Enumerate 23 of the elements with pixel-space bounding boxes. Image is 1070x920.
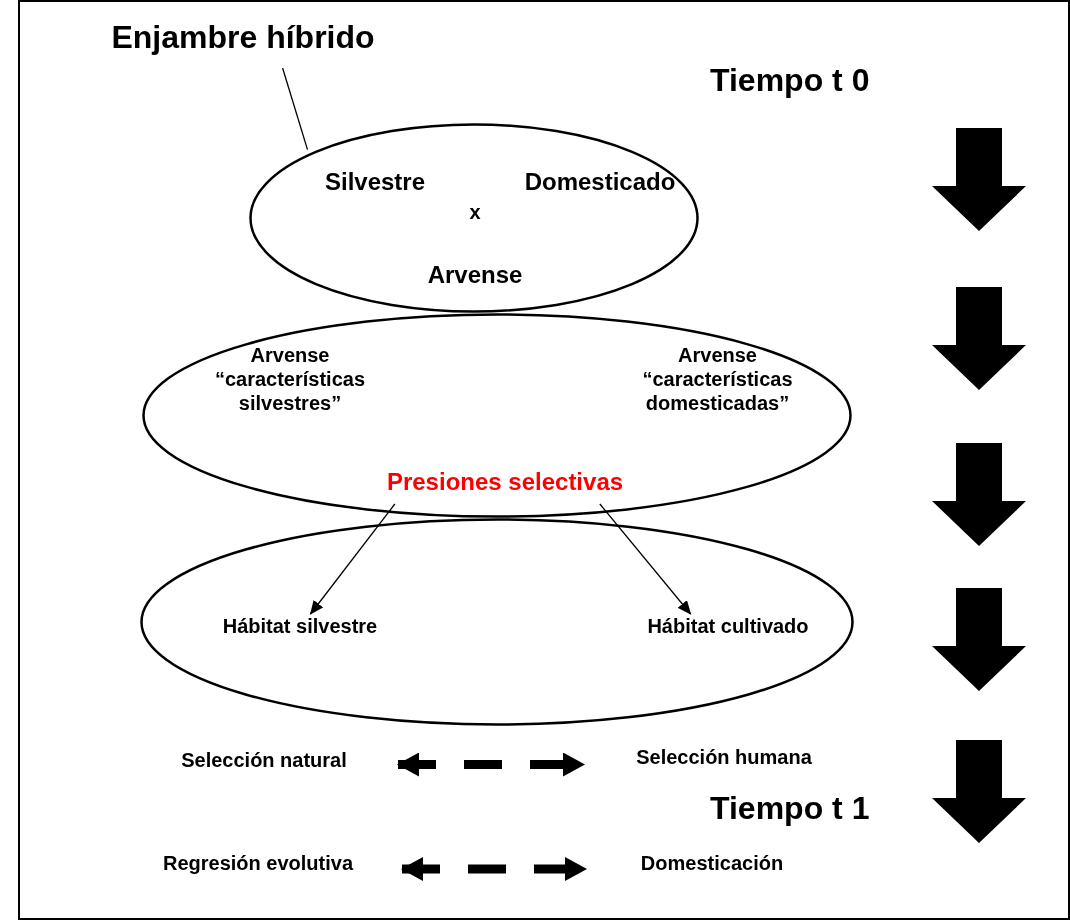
node-label: Domesticado (523, 168, 677, 197)
time-label: Tiempo t 1 (710, 790, 870, 827)
leader-line (281, 67, 309, 151)
node-label: Hábitat cultivado (618, 614, 838, 644)
ellipse-region (140, 518, 854, 726)
double-arrow (397, 752, 585, 777)
node-label: Regresión evolutiva (130, 851, 386, 879)
node-label: Arvense “características domesticadas” (641, 343, 794, 415)
ellipse-region (142, 313, 852, 518)
node-label: x (468, 200, 482, 224)
heading-label: Enjambre híbrido (78, 18, 408, 68)
node-label: Silvestre (323, 168, 427, 197)
arrow (309, 503, 396, 615)
node-label: Arvense “características silvestres” (213, 343, 367, 415)
time-label: Tiempo t 0 (710, 62, 870, 99)
node-label: Selección humana (606, 745, 842, 773)
double-arrow (401, 857, 587, 881)
node-label: Arvense (426, 261, 524, 290)
ellipse-region (249, 123, 699, 313)
node-label: Hábitat silvestre (195, 614, 405, 644)
node-label: Domesticación (614, 851, 810, 879)
node-label: Selección natural (152, 748, 376, 776)
node-label: Presiones selectivas (352, 468, 658, 504)
